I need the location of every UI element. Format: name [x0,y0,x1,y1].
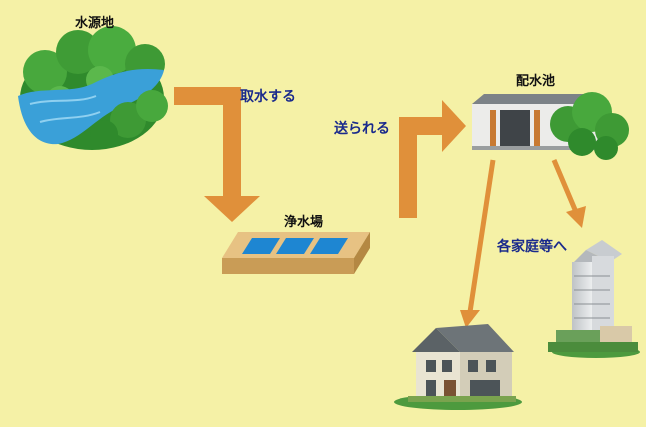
water-source-illustration [18,26,168,150]
arrow-intake [174,87,241,198]
arrow-to-tower [551,159,579,213]
arrow-intake-head [204,196,260,222]
label-source: 水源地 [75,16,115,31]
arrow-to-tower-head [566,206,586,228]
arrow-sent [399,117,444,218]
label-sent: 送られる [334,121,390,137]
tower-illustration [548,240,640,358]
house-illustration [394,324,522,410]
arrow-sent-head [442,100,466,152]
label-purification: 浄水場 [284,215,324,230]
label-homes: 各家庭等へ [497,239,567,255]
reservoir-illustration [472,92,629,160]
arrow-to-house-head [460,310,480,328]
arrow-to-house [467,159,496,313]
label-reservoir: 配水池 [516,74,556,89]
label-intake: 取水する [240,89,296,105]
purification-plant-illustration [222,232,370,274]
